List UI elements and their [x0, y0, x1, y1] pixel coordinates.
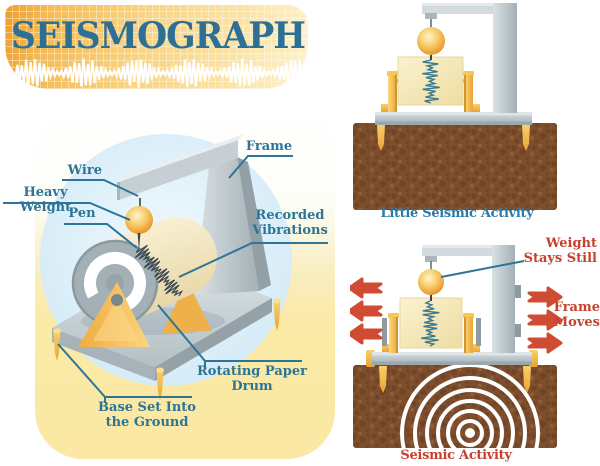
weight-label-line2: Stays Still [523, 251, 597, 266]
heavy-weight-ball [125, 206, 153, 234]
weight-label-line1: Weight [545, 236, 597, 251]
rotating-line2: Drum [231, 379, 273, 394]
frame-label: Frame [245, 139, 293, 154]
base-ground-label: Base Set Into the Ground [96, 400, 198, 430]
motion-arrows-left-icon [350, 277, 383, 345]
heavy-weight-ball [417, 27, 445, 55]
frame-moves-line1: Frame [553, 300, 600, 315]
anchor-pegs [377, 124, 530, 151]
rotating-line1: Rotating Paper [197, 364, 307, 379]
title-banner: SEISMOGRAPH [5, 5, 308, 89]
anchor-pegs [379, 366, 531, 393]
recorded-vibrations-label: Recorded Vibrations [246, 208, 334, 238]
weight-stays-still-label: Weight Stays Still [500, 236, 597, 266]
waveform-trace [11, 58, 306, 88]
heavy-weight-ball [418, 269, 444, 295]
gold-posts [382, 313, 481, 353]
pen-label: Pen [68, 206, 96, 221]
front-stand-triangle [78, 282, 150, 347]
frame-moves-label: Frame Moves [546, 300, 600, 330]
active-seismograph-panel [350, 245, 563, 448]
calm-caption: Little Seismic Activity [380, 206, 534, 221]
frame-moves-line2: Moves [553, 315, 600, 330]
seismogram-trace [421, 300, 440, 347]
base-bar [375, 112, 532, 125]
recorded-line2: Vibrations [252, 223, 328, 238]
seismogram-trace [422, 59, 440, 104]
base-bar [366, 350, 538, 367]
frame [422, 3, 517, 113]
rotating-paper-drum-label: Rotating Paper Drum [196, 364, 308, 394]
seismic-activity-caption: Seismic Activity [400, 448, 512, 463]
wire-label: Wire [67, 163, 102, 178]
seismic-wave-rings [400, 365, 540, 448]
seismic-wave-decoration [11, 58, 306, 88]
base-line2: the Ground [105, 415, 189, 430]
pen [137, 233, 141, 251]
base-line1: Base Set Into [98, 400, 196, 415]
recorded-vibrations-trace [134, 244, 184, 297]
page-title: SEISMOGRAPH [11, 15, 306, 57]
calm-seismograph-panel [353, 3, 557, 210]
recorded-line1: Recorded [255, 208, 325, 223]
